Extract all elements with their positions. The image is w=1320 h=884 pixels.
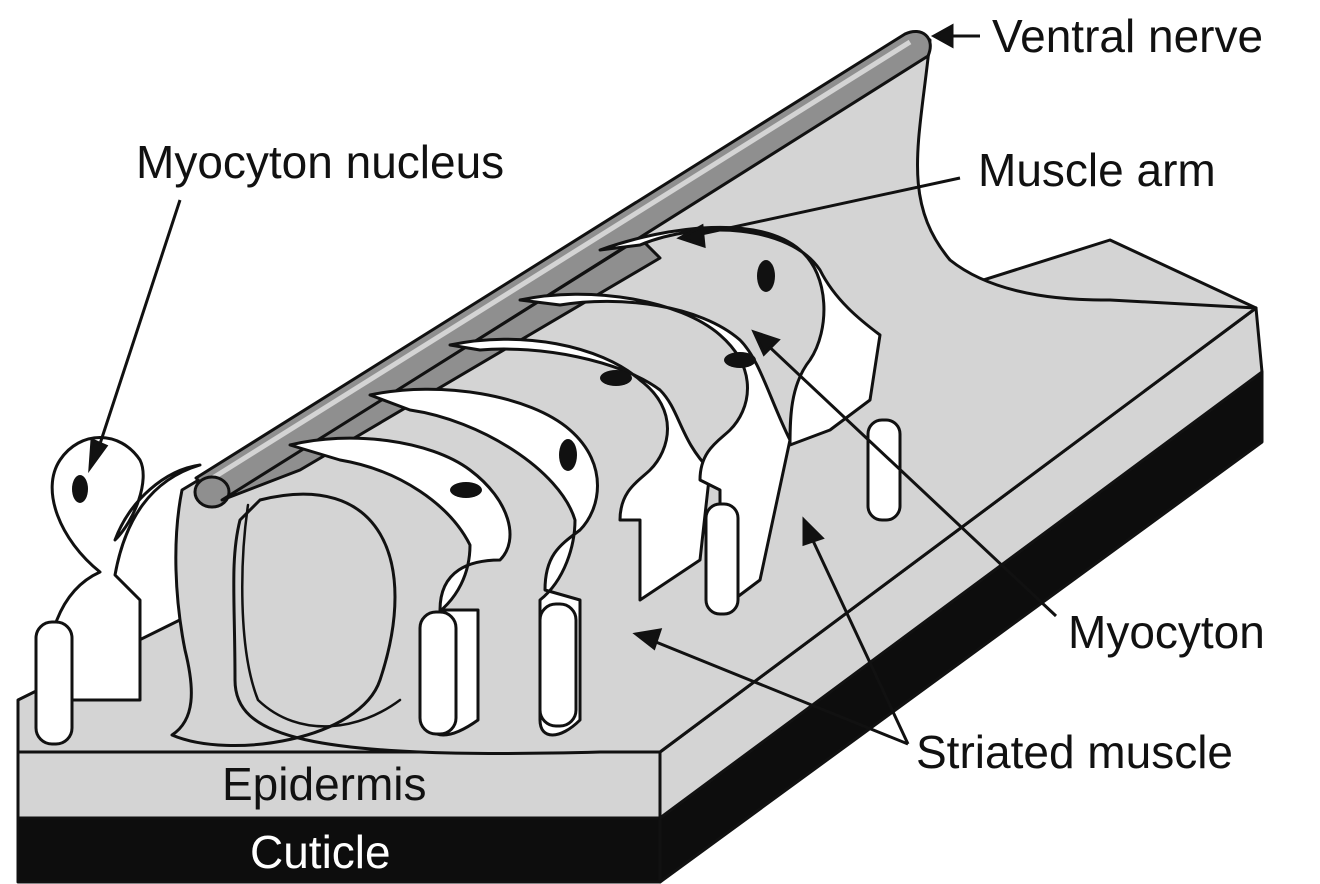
label-muscle-arm: Muscle arm: [978, 144, 1216, 196]
myocyton-6-nucleus: [757, 260, 775, 292]
striated-muscle-left-front: [36, 622, 72, 744]
myocyton-3-nucleus: [559, 439, 577, 471]
striated-muscle-left: [36, 622, 72, 744]
arrow-myocyton-nucleus: [96, 200, 180, 456]
myocyton-4-nucleus: [600, 370, 632, 386]
label-myocyton: Myocyton: [1068, 606, 1265, 658]
striated-muscle-block-2: [540, 604, 576, 726]
myocyton-5-nucleus: [724, 352, 756, 368]
striated-muscle-block-3: [706, 504, 738, 614]
label-ventral-nerve: Ventral nerve: [992, 10, 1263, 62]
ventral-nerve-end: [195, 477, 229, 507]
label-myocyton-nucleus: Myocyton nucleus: [136, 136, 504, 188]
arrowhead-ventral-nerve: [934, 26, 952, 46]
myocyton-1-nucleus: [72, 475, 88, 503]
myocyton-2-nucleus: [450, 482, 482, 498]
striated-muscle-block-1: [420, 612, 456, 734]
label-striated-muscle: Striated muscle: [916, 726, 1233, 778]
label-cuticle: Cuticle: [250, 826, 391, 878]
striated-muscle-block-4: [868, 420, 900, 520]
label-epidermis: Epidermis: [222, 758, 427, 810]
